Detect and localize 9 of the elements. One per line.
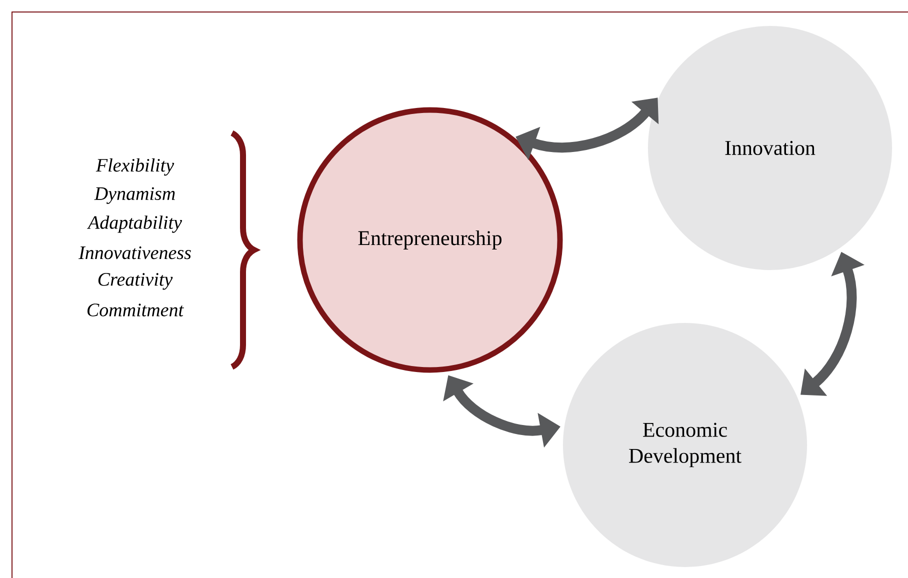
trait-label: Dynamism <box>94 187 175 204</box>
circle-node: Innovation <box>648 26 892 270</box>
circle-node: Economic Development <box>562 322 808 568</box>
trait-label: Creativity <box>98 273 173 290</box>
circle-node: Entrepreneurship <box>297 107 563 373</box>
trait-label: Adaptability <box>87 216 182 233</box>
trait-label: Flexibility <box>96 158 174 176</box>
trait-label: Innovativeness <box>78 246 191 260</box>
trait-label: Commitment <box>88 304 184 316</box>
